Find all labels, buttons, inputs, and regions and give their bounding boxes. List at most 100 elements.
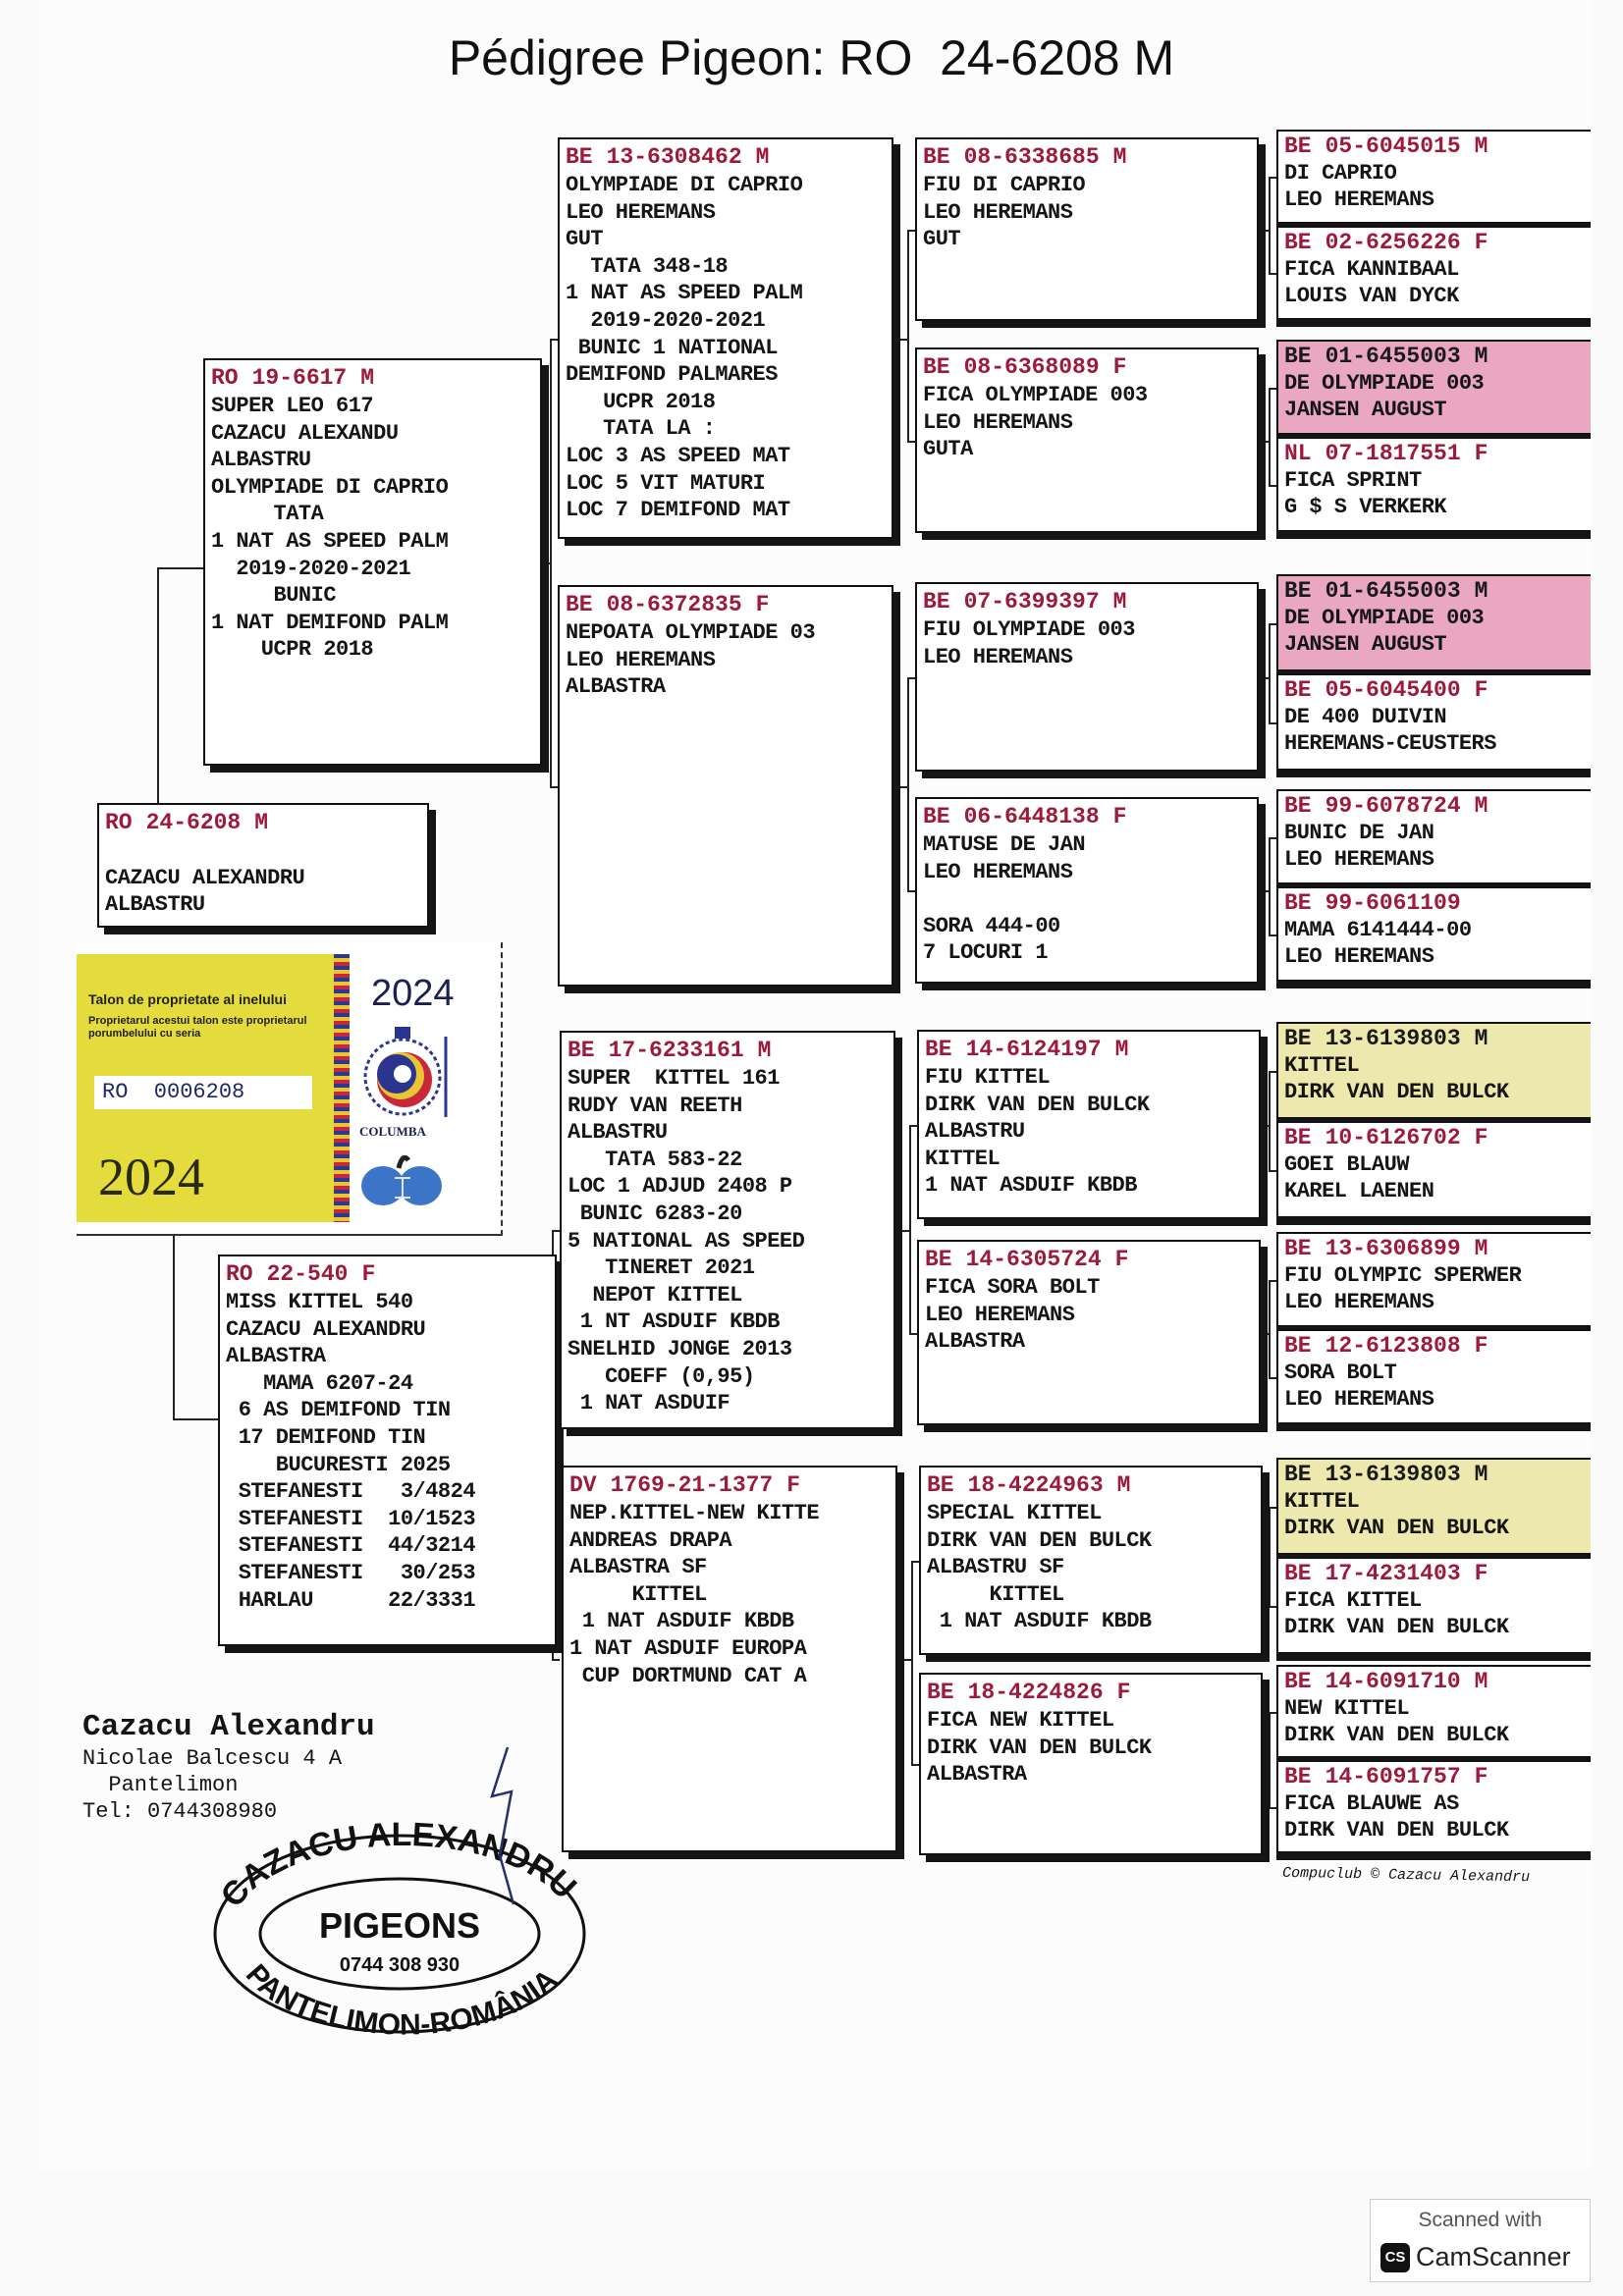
pedigree-line: SORA 444-00 [923, 913, 1060, 938]
ring-sex: M [254, 810, 269, 835]
pedigree-line: 1 NT ASDUIF KBDB [568, 1309, 781, 1335]
talon-year: 2024 [98, 1148, 204, 1206]
ring-sex: M [757, 1038, 772, 1063]
pedigree-line: HARLAU 22/3331 [226, 1587, 476, 1613]
ring-sex: M [1114, 1037, 1129, 1062]
talon-subtitle: Proprietarul acestui talon este propriet… [88, 1015, 307, 1040]
ring-country: BE [1284, 793, 1312, 819]
signature [490, 1746, 515, 1905]
pedigree-line: DIRK VAN DEN BULCK [1284, 1516, 1509, 1540]
connector-line [1269, 1605, 1276, 1608]
ring-number: 99-6078724 [1325, 793, 1461, 819]
ring-number: 19-6617 [251, 365, 348, 391]
pedigree-line: NEPOATA OLYMPIADE 03 [566, 620, 816, 645]
connector-line [552, 1230, 560, 1232]
connector-line [911, 1560, 919, 1563]
pedigree-line: FIU KITTEL [925, 1065, 1051, 1090]
pedigree-line: LOC 5 VIT MATURI [566, 470, 766, 496]
ring-number: 13-6139803 [1325, 1026, 1461, 1051]
ring-number: 18-4224963 [967, 1472, 1104, 1498]
pedigree-line: KITTEL [1284, 1489, 1360, 1514]
pedigree-line: GUT [923, 227, 961, 252]
ring-sex: M [1112, 144, 1127, 170]
ring-country: BE [1284, 1462, 1312, 1487]
federation-logo-icon [361, 1154, 442, 1205]
ring-country: NL [1284, 441, 1312, 466]
page-title: Pédigree Pigeon: RO 24-6208 M [448, 30, 1175, 85]
pedigree-line: BUCURESTI 2025 [226, 1452, 451, 1477]
connector-line [1269, 836, 1276, 839]
pedigree-line: HEREMANS-CEUSTERS [1284, 731, 1496, 756]
pedigree-line: LOC 3 AS SPEED MAT [566, 443, 790, 468]
ring-sex: F [1474, 1764, 1488, 1789]
ring-country: BE [1284, 1764, 1312, 1789]
pedigree-line: ALBASTRU [568, 1120, 668, 1146]
pedigree-line: TATA [211, 502, 324, 527]
ring-number: 14-6124197 [965, 1037, 1102, 1062]
ring-country: BE [927, 1472, 954, 1498]
ring-number: 13-6308462 [606, 144, 742, 170]
pedigree-line: LEO HEREMANS [566, 647, 716, 672]
ring-sex: F [1474, 1333, 1488, 1359]
pedigree-line: ALBASTRA [925, 1329, 1025, 1355]
pedigree-line: JANSEN AUGUST [1284, 632, 1447, 657]
pedigree-line: SORA BOLT [1284, 1361, 1397, 1385]
pedigree-line: KITTEL [927, 1581, 1065, 1607]
connector-line [909, 1332, 917, 1335]
pedigree-line: DIRK VAN DEN BULCK [925, 1092, 1150, 1117]
ring-sex: M [360, 365, 375, 391]
ring-country: BE [1284, 677, 1312, 703]
pedigree-line: ALBASTRU [925, 1119, 1025, 1145]
ring-country: BE [566, 144, 593, 170]
ring-number: 1769-21-1377 [610, 1472, 774, 1498]
talon-yellow-panel: Talon de proprietate al inelului Proprie… [77, 954, 334, 1222]
pedigree-line: 2019-2020-2021 [211, 556, 411, 581]
ring-sex: F [1474, 677, 1488, 703]
ring-country: RO [211, 365, 239, 391]
ring-number: 14-6305724 [965, 1247, 1102, 1272]
ring-number: 07-6399397 [963, 589, 1100, 614]
ring-number: 08-6338685 [963, 144, 1100, 170]
pedigree-line: GUTA [923, 437, 973, 462]
ring-country: BE [925, 1037, 952, 1062]
ring-country: BE [1284, 578, 1312, 604]
pedigree-line [923, 885, 1251, 913]
ring-sex: F [1474, 230, 1488, 255]
columba-logo-text: COLUMBA [359, 1124, 426, 1139]
pedigree-line: LEO HEREMANS [923, 644, 1073, 669]
pedigree-line [105, 837, 421, 865]
ring-sex: F [1116, 1680, 1131, 1705]
ring-country: BE [568, 1038, 595, 1063]
pedigree-line: CAZACU ALEXANDU [211, 420, 399, 446]
connector-line [902, 1230, 909, 1232]
pedigree-line: CAZACU ALEXANDRU [226, 1316, 426, 1342]
pedigree-line: 1 NAT ASDUIF KBDB [927, 1609, 1152, 1634]
connector-line [1269, 1070, 1271, 1170]
pedigree-line: 5 NATIONAL AS SPEED [568, 1228, 805, 1254]
connector-line [1269, 622, 1276, 625]
pedigree-line: FICA SPRINT [1284, 468, 1422, 493]
connector-line [1269, 1806, 1276, 1809]
pedigree-line: FICA BLAUWE AS [1284, 1791, 1459, 1816]
